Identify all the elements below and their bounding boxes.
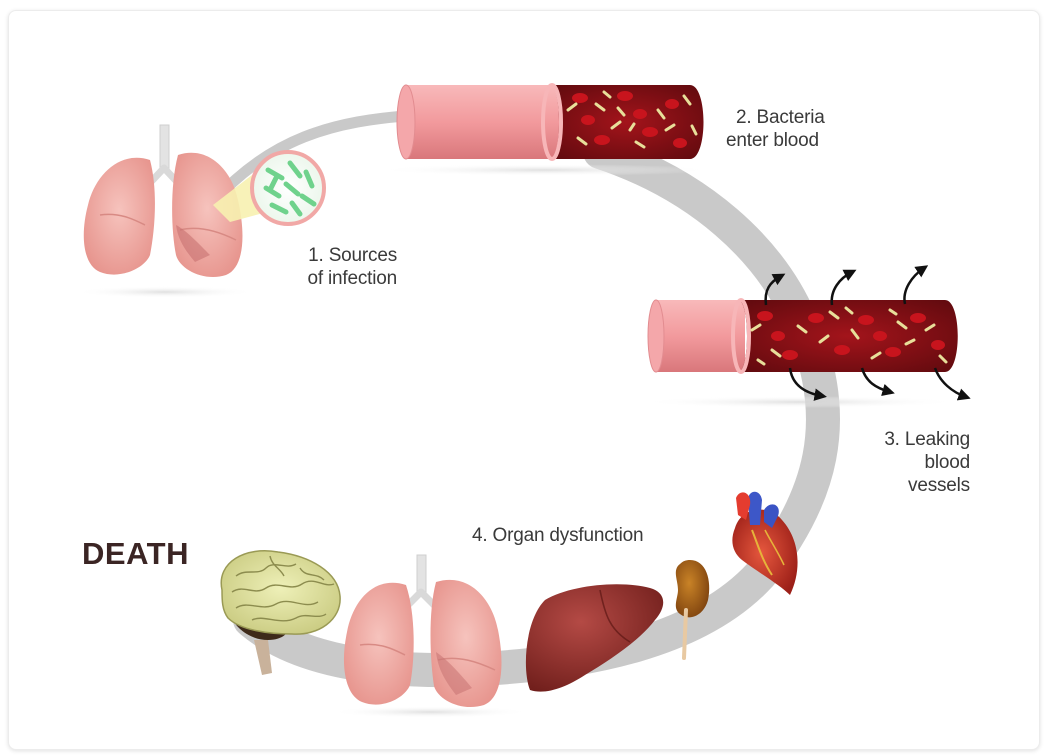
step-3-line-1: 3. Leaking <box>856 428 970 451</box>
step-1-label: 1. Sources of infection <box>285 244 397 290</box>
step-3-label: 3. Leaking blood vessels <box>856 428 970 497</box>
step-4-label: 4. Organ dysfunction <box>472 524 643 547</box>
step-1-line-1: 1. Sources <box>285 244 397 267</box>
leaking-vessel-icon <box>648 300 958 372</box>
step-3-line-2: blood <box>856 451 970 474</box>
blood-vessel-icon <box>397 85 704 159</box>
step-2-label: 2. Bacteria enter blood <box>726 106 825 152</box>
death-label: DEATH <box>82 536 189 572</box>
step-1-line-2: of infection <box>285 267 397 290</box>
step-2-line-2: enter blood <box>726 129 825 152</box>
step-3-line-3: vessels <box>856 474 970 497</box>
step-2-line-1: 2. Bacteria <box>726 106 825 129</box>
